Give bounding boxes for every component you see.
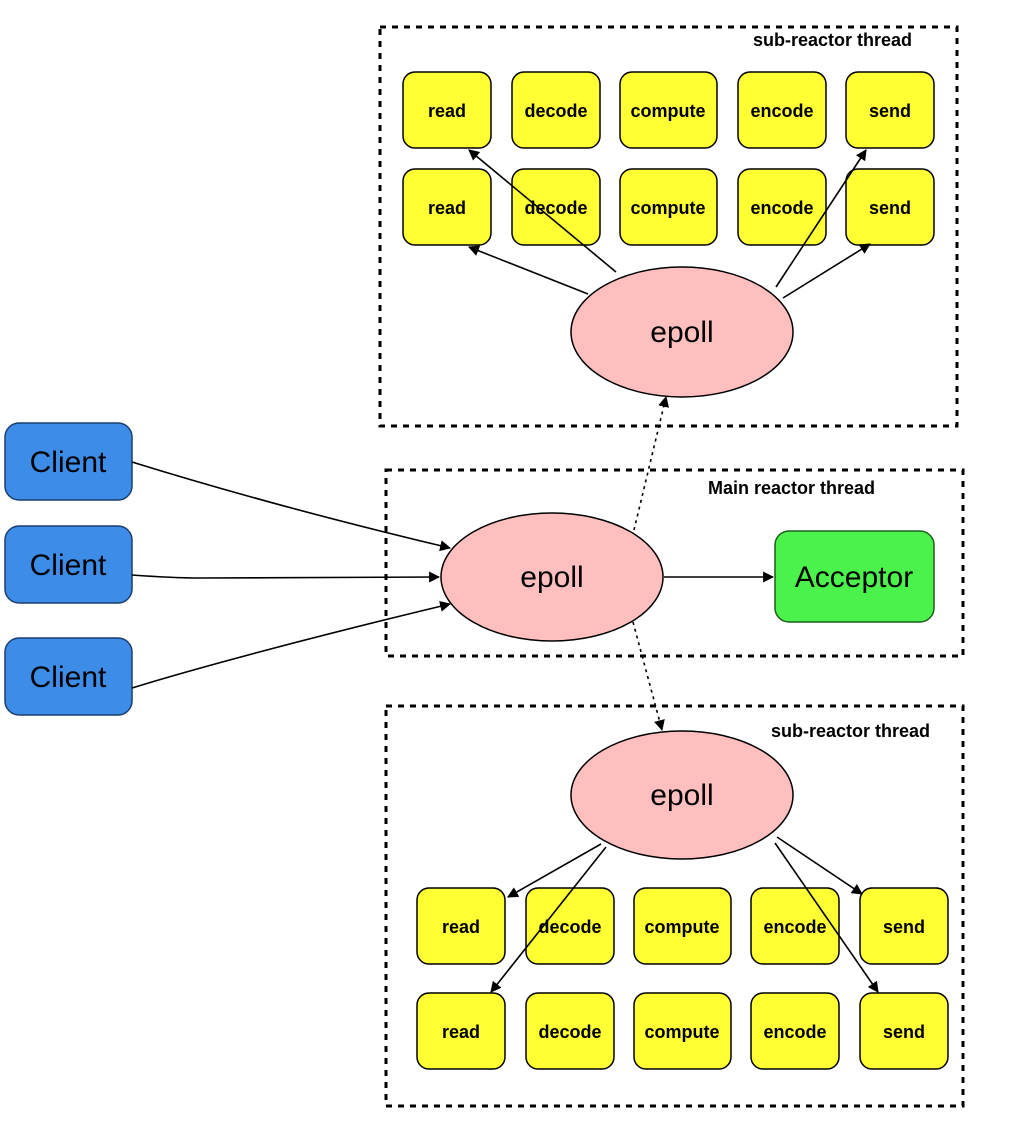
top-row1-task-decode-label: decode	[524, 101, 587, 121]
edge-top-epoll-to-read-2	[467, 245, 589, 295]
bottom-row1-task-encode-label: encode	[763, 917, 826, 937]
bottom-row1-task-compute-label: compute	[644, 917, 719, 937]
bottom-row2-task-read	[416, 992, 506, 1070]
top-row1-task-send-label: send	[869, 101, 911, 121]
main-reactor-label: Main reactor thread	[708, 478, 875, 498]
top-task-grid: read decode compute encode send read dec…	[402, 71, 935, 246]
bottom-row2-task-send	[859, 992, 949, 1070]
top-row2-task-decode-label: decode	[524, 198, 587, 218]
bottom-row1-task-send	[859, 887, 949, 965]
edge-main-to-top-sub-reactor	[633, 395, 670, 531]
edge-client-1-to-main-epoll	[131, 461, 452, 552]
bottom-row2-task-compute	[633, 992, 732, 1070]
top-epoll-node	[570, 266, 794, 398]
bottom-row1-task-decode-label: decode	[538, 917, 601, 937]
top-row2-task-send-label: send	[869, 198, 911, 218]
top-row1-task-compute-label: compute	[630, 101, 705, 121]
client-node-1-label: Client	[30, 446, 107, 479]
main-epoll-node	[440, 512, 664, 642]
edge-client-3-to-main-epoll	[131, 600, 452, 689]
top-row2-task-send	[845, 168, 935, 246]
top-sub-reactor-region	[378, 25, 959, 428]
bottom-row2-task-read-label: read	[442, 1022, 480, 1042]
bottom-row1-task-read-label: read	[442, 917, 480, 937]
top-row1-task-encode-label: encode	[750, 101, 813, 121]
bottom-row1-task-send-label: send	[883, 917, 925, 937]
top-row2-task-encode	[737, 168, 827, 246]
client-node-2	[4, 525, 133, 604]
top-row2-task-read	[402, 168, 492, 246]
top-row1-task-read	[402, 71, 492, 149]
top-row2-task-compute	[619, 168, 718, 246]
client-node-2-label: Client	[30, 549, 107, 582]
bottom-row2-task-encode-label: encode	[763, 1022, 826, 1042]
edge-top-epoll-to-read-1	[468, 149, 617, 273]
bottom-row1-task-compute	[633, 887, 732, 965]
edge-bottom-epoll-to-send-2	[774, 842, 879, 993]
main-reactor-region	[384, 468, 965, 658]
bottom-row1-task-decode	[525, 887, 615, 965]
client-node-3-label: Client	[30, 661, 107, 694]
bottom-row2-task-decode	[525, 992, 615, 1070]
bottom-sub-reactor-label: sub-reactor thread	[771, 721, 930, 741]
bottom-row2-task-compute-label: compute	[644, 1022, 719, 1042]
edge-main-to-bottom-sub-reactor	[632, 621, 665, 732]
top-row2-task-decode	[511, 168, 601, 246]
edge-top-epoll-to-send-1	[775, 149, 867, 288]
acceptor-node	[774, 530, 935, 623]
client-node-3	[4, 637, 133, 716]
top-row1-task-send	[845, 71, 935, 149]
bottom-row2-task-encode	[750, 992, 840, 1070]
top-epoll-label: epoll	[650, 316, 713, 349]
top-sub-reactor-label: sub-reactor thread	[753, 30, 912, 50]
bottom-epoll-node	[570, 730, 794, 860]
bottom-row1-task-encode	[750, 887, 840, 965]
bottom-row2-task-decode-label: decode	[538, 1022, 601, 1042]
edge-bottom-epoll-to-send-1	[776, 836, 863, 895]
top-row2-task-compute-label: compute	[630, 198, 705, 218]
bottom-row2-task-send-label: send	[883, 1022, 925, 1042]
client-node-1	[4, 422, 133, 501]
main-epoll-label: epoll	[520, 561, 583, 594]
top-row1-task-encode	[737, 71, 827, 149]
acceptor-node-label: Acceptor	[795, 561, 913, 594]
edge-bottom-epoll-to-read-1	[507, 843, 602, 898]
top-row2-task-read-label: read	[428, 198, 466, 218]
top-row1-task-decode	[511, 71, 601, 149]
top-row1-task-compute	[619, 71, 718, 149]
edge-client-2-to-main-epoll	[131, 571, 441, 583]
top-row2-task-encode-label: encode	[750, 198, 813, 218]
top-row1-task-read-label: read	[428, 101, 466, 121]
edge-bottom-epoll-to-read-2	[490, 846, 607, 993]
bottom-task-grid: read decode compute encode send read dec…	[416, 887, 949, 1070]
bottom-epoll-label: epoll	[650, 779, 713, 812]
edge-top-epoll-to-send-2	[782, 243, 871, 299]
bottom-sub-reactor-region	[384, 704, 965, 1108]
bottom-row1-task-read	[416, 887, 506, 965]
edges	[131, 149, 879, 993]
